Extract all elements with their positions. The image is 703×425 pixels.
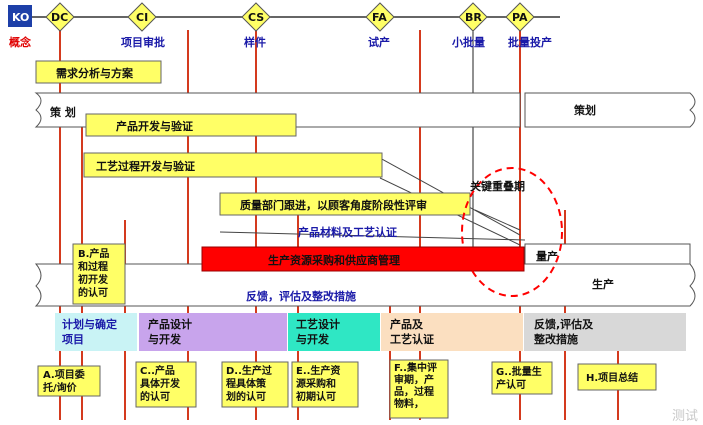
product-dev-label: 产品开发与验证 [116,119,193,133]
pa-gate-name: 批量投产 [508,35,552,49]
milestone-a-box [37,365,101,397]
milestone-b-box [72,243,126,305]
milestone-c-box [135,361,197,408]
milestone-g-box [491,361,553,395]
material-label: 产品材料及工艺认证 [298,225,397,239]
gates: KO 概念 DC CI 项目审批 CS 样件 FA 试产 BR 小批量 PA 批… [8,2,552,49]
ko-gate-name: 概念 [9,35,32,49]
cs-gate-code: CS [248,11,264,24]
quality-bar [219,192,471,216]
milestone-f-box [389,359,449,419]
phase-box-feedback [524,313,686,351]
br-gate-icon [458,2,488,32]
quality-label: 质量部门跟进，以顾客角度阶段性评审 [240,198,427,212]
ci-gate-code: CI [136,11,148,24]
watermark: 测试 [672,409,698,424]
mass-production-label: 量产 [536,249,558,263]
milestone-e-text: E..生产资源采购和初期认可 [296,364,340,403]
phase-label-validation: 产品及工艺认证 [390,317,434,346]
ci-gate-icon [127,2,157,32]
milestone-f-text: F..集中评审期，产品，过程物料， [394,361,437,410]
phase-box-process [288,313,380,351]
phase-label-feedback: 反馈,评估及整改措施 [533,317,594,346]
fa-gate-code: FA [372,11,387,24]
process-dev-bar [83,152,383,178]
milestone-e-box [291,361,359,408]
product-dev-bar [85,113,297,137]
dc-gate-icon [45,2,75,32]
milestone-h-text: H.项目总结 [586,371,638,384]
phase-row: 计划与确定项目 产品设计与开发 工艺设计与开发 产品及工艺认证 反馈,评估及整改… [55,313,686,351]
ko-gate-code: KO [12,11,29,24]
phase-box-validation [381,313,523,351]
milestone-b-text: B.产品和过程初开发的认可 [77,247,109,299]
milestone-boxes: B.产品和过程初开发的认可 A.项目委托/询价 C..产品具体开发的认可 D..… [37,243,657,419]
phase-label-process: 工艺设计与开发 [296,317,340,346]
cs-gate-name: 样件 [244,35,266,49]
pa-gate-code: PA [512,11,528,24]
br-gate-code: BR [465,11,482,24]
milestone-d-box [221,361,289,408]
milestone-h-box [577,363,657,391]
ko-gate-icon [8,5,32,27]
fa-gate-icon [365,2,395,32]
production-label: 生产 [592,277,614,291]
demand-bar [35,60,162,84]
milestone-d-text: D..生产过程具体策划的认可 [226,364,272,403]
feedback-label: 反馈，评估及整改措施 [246,289,356,303]
dc-gate-code: DC [51,11,68,24]
phase-label-plan: 计划与确定项目 [62,317,117,346]
milestone-a-text: A.项目委托/询价 [43,368,86,394]
br-gate-name: 小批量 [451,35,485,49]
phase-box-plan [55,313,137,351]
planning-right-label: 策划 [573,103,596,117]
activity-bars: 需求分析与方案 产品开发与验证 工艺过程开发与验证 质量部门跟进，以顾客角度阶段… [35,60,471,216]
key-overlap-ellipse [461,167,563,297]
production-band: 量产 生产 [34,243,696,307]
supply-label: 生产资源采购和供应商管理 [268,253,400,267]
key-overlap-label: 关键重叠期 [470,179,525,193]
milestone-g-text: G..批量生产认可 [496,365,542,391]
process-dev-label: 工艺过程开发与验证 [96,159,195,173]
supply-bar [201,246,525,272]
fa-gate-name: 试产 [368,35,390,49]
milestone-c-text: C..产品具体开发的认可 [139,364,181,403]
phase-box-product [139,313,287,351]
planning-left-label: 策 划 [49,105,76,119]
demand-label: 需求分析与方案 [56,66,134,80]
pa-gate-icon [505,2,535,32]
ci-gate-name: 项目审批 [121,35,165,49]
phase-label-product: 产品设计与开发 [148,317,192,346]
cs-gate-icon [241,2,271,32]
